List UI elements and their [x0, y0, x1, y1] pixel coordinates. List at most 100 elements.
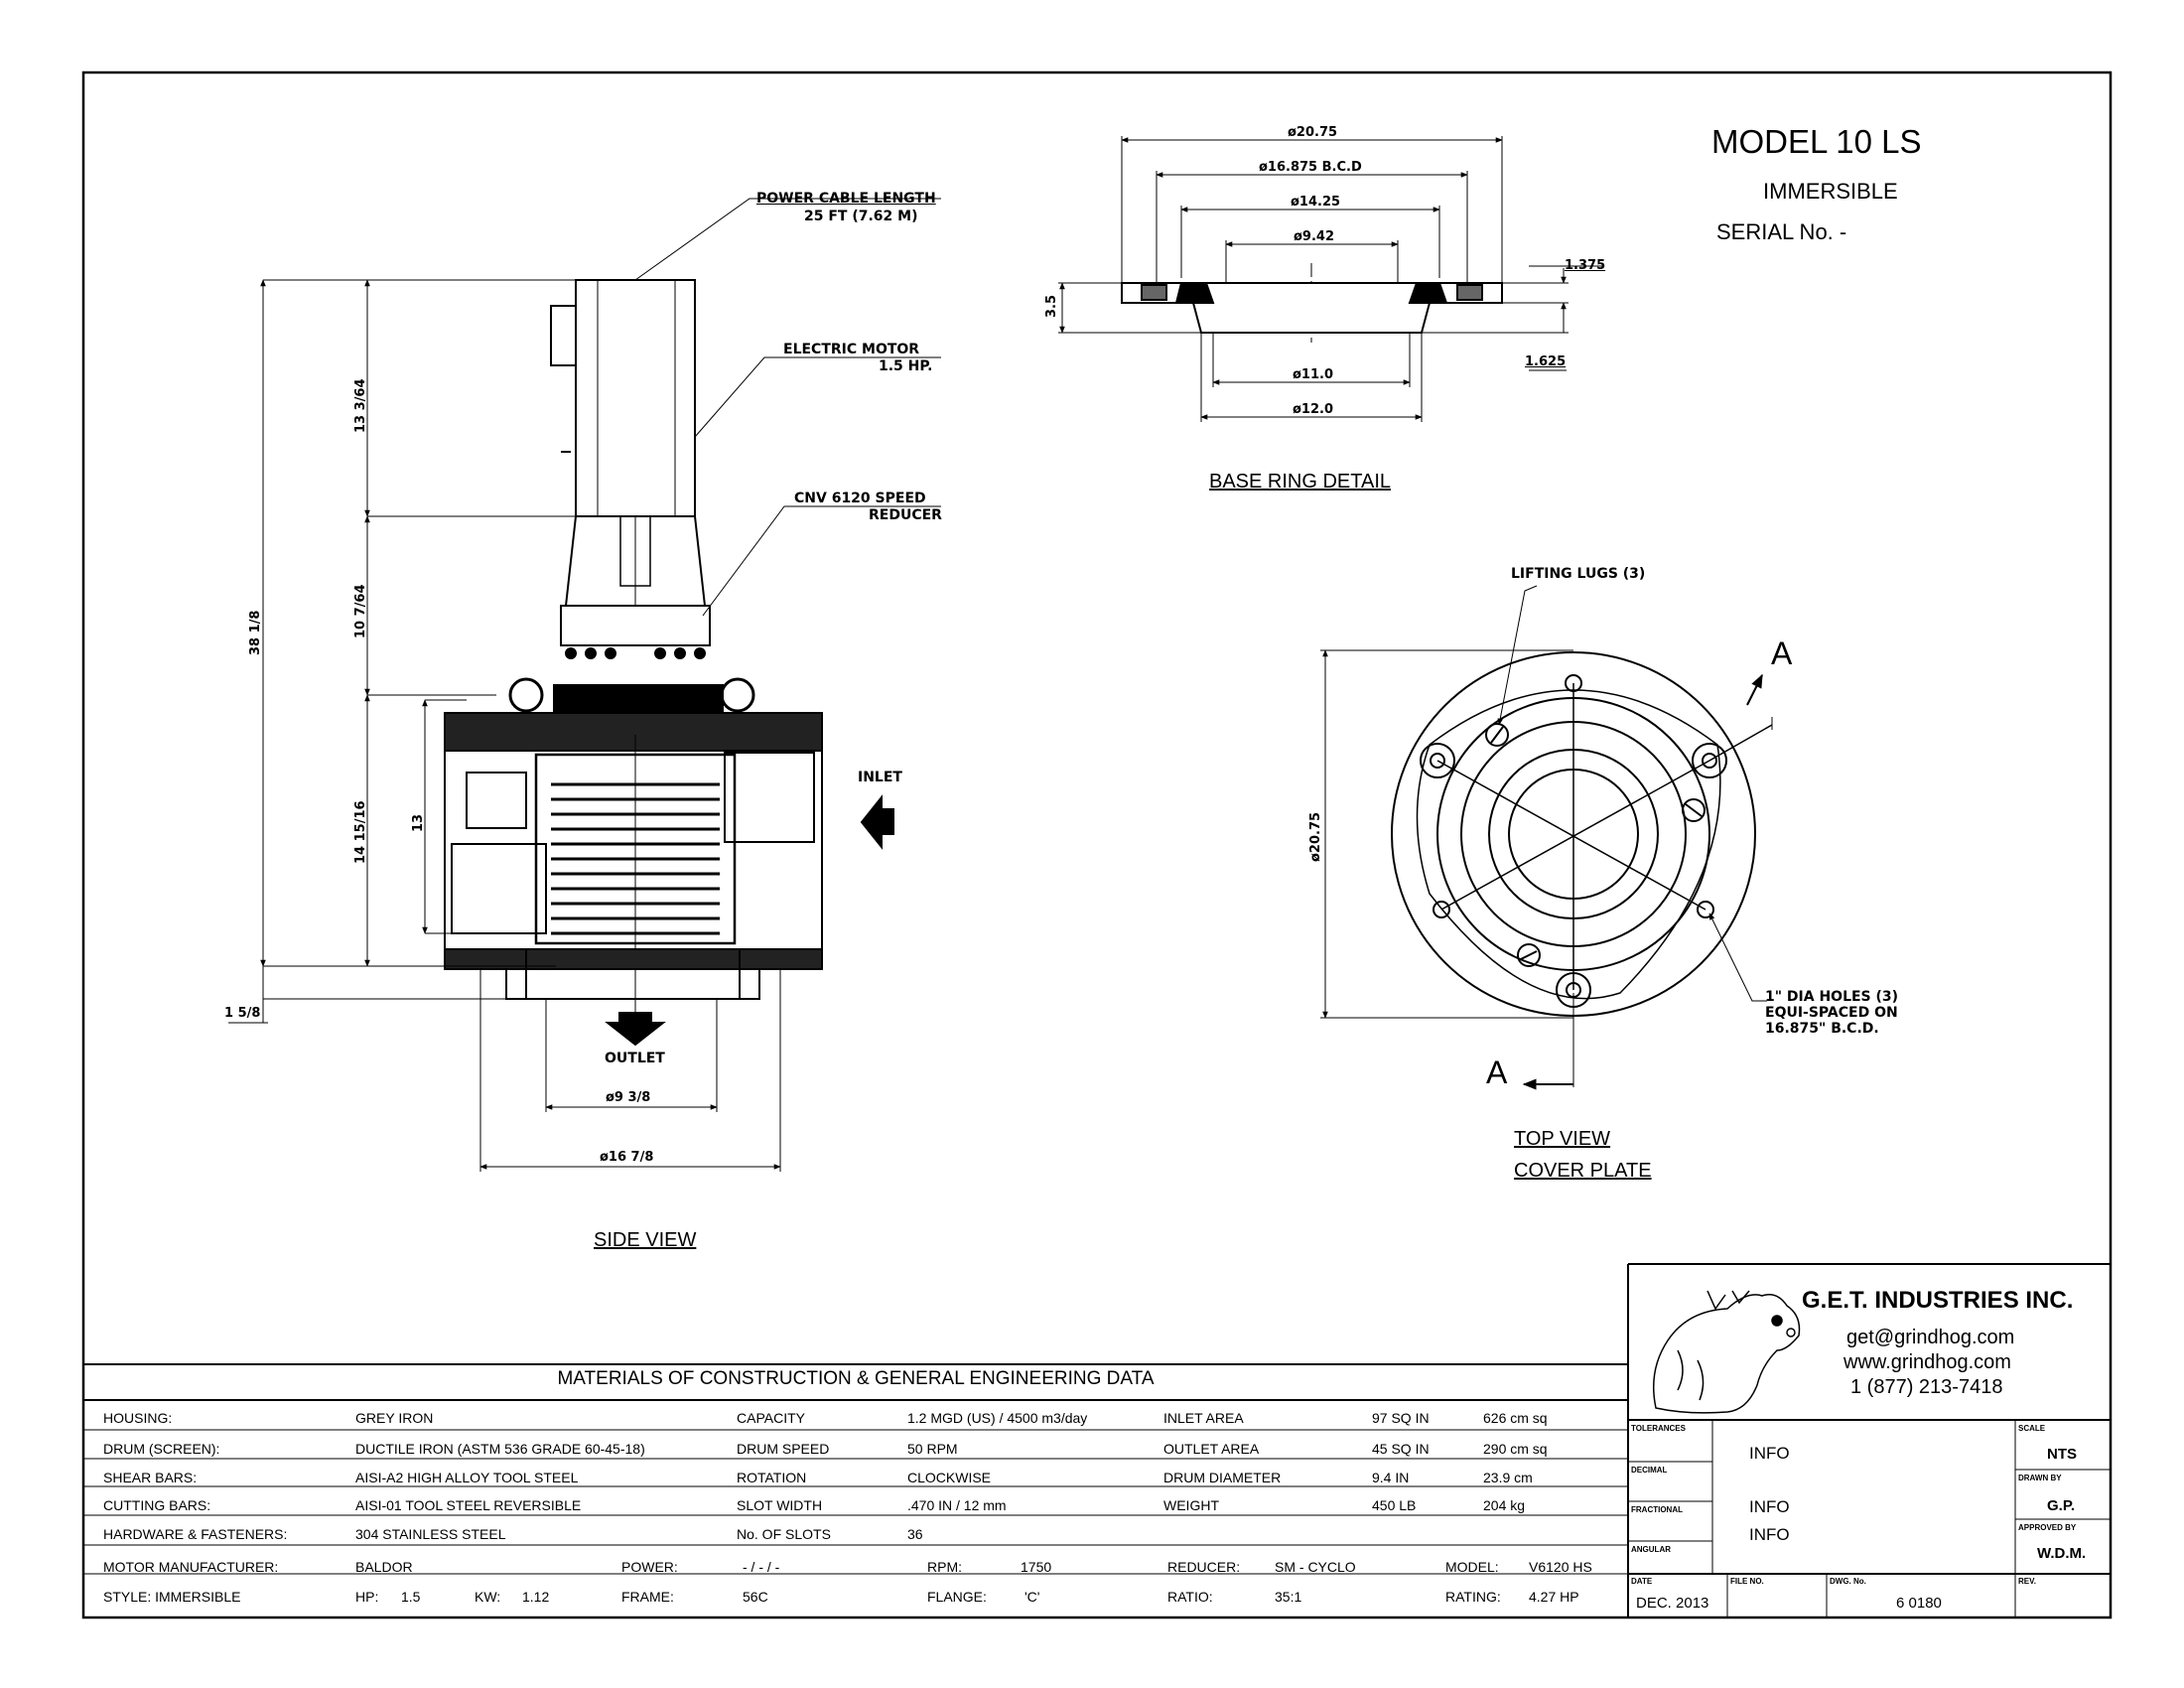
rating-label: RATING: — [1445, 1589, 1501, 1605]
company-web: www.grindhog.com — [1843, 1351, 2011, 1373]
callout-speed-reducer: CNV 6120 SPEED — [794, 491, 926, 506]
motor-manufacturer-label: MOTOR MANUFACTURER: — [103, 1559, 279, 1575]
dim-cover-diameter: ø20.75 — [1308, 811, 1323, 862]
table-cell-col-metric: 290 cm sq — [1483, 1441, 1548, 1457]
table-cell-col-label: HARDWARE & FASTENERS: — [103, 1526, 288, 1542]
side-view-caption: SIDE VIEW — [594, 1229, 697, 1251]
power-label: POWER: — [621, 1559, 678, 1575]
callout-holes-1: 1" DIA HOLES (3) — [1765, 989, 1899, 1005]
section-mark-top: A — [1771, 635, 1793, 671]
table-cell-col-spec: SLOT WIDTH — [737, 1497, 823, 1513]
table-cell-col-data: INLET AREA — [1163, 1410, 1244, 1426]
cover-plate-caption: COVER PLATE — [1514, 1160, 1652, 1182]
tolerance-info-3: INFO — [1749, 1525, 1790, 1544]
dim-ring-120: ø12.0 — [1293, 402, 1334, 417]
dim-ring-bcd: ø16.875 B.C.D — [1259, 160, 1362, 175]
callout-lifting-lugs: LIFTING LUGS (3) — [1511, 566, 1646, 582]
frame-value: 56C — [743, 1589, 768, 1605]
rpm-label: RPM: — [927, 1559, 962, 1575]
serial-number: SERIAL No. - — [1716, 219, 1847, 244]
section-mark-bottom: A — [1486, 1055, 1508, 1090]
table-cell-col-imperial: 450 LB — [1372, 1497, 1417, 1513]
flange-value: 'C' — [1024, 1589, 1040, 1605]
model-label: MODEL: — [1445, 1559, 1499, 1575]
model-subtitle: IMMERSIBLE — [1763, 179, 1898, 204]
table-title: MATERIALS OF CONSTRUCTION & GENERAL ENGI… — [557, 1368, 1155, 1389]
tolerance-info-1: INFO — [1749, 1444, 1790, 1463]
table-cell-col-label: DRUM (SCREEN): — [103, 1441, 220, 1457]
dim-ring-1625: 1.625 — [1525, 354, 1567, 369]
kw-label: KW: — [475, 1589, 501, 1605]
dim-ring-outer: ø20.75 — [1288, 125, 1338, 140]
scale-value: NTS — [2047, 1446, 2077, 1463]
dwg-no-label: DWG. No. — [1830, 1577, 1866, 1586]
callout-motor-hp: 1.5 HP. — [879, 358, 933, 374]
dim-motor-height: 13 3/64 — [353, 378, 368, 433]
callout-power-cable-length: 25 FT (7.62 M) — [804, 209, 918, 224]
table-cell-col-spec: CAPACITY — [737, 1410, 805, 1426]
frame-label: FRAME: — [621, 1589, 674, 1605]
table-cell-col-metric: 626 cm sq — [1483, 1410, 1548, 1426]
ratio-value: 35:1 — [1275, 1589, 1302, 1605]
drawn-by-label: DRAWN BY — [2018, 1474, 2062, 1482]
angular-label: ANGULAR — [1631, 1545, 1671, 1554]
power-value: - / - / - — [743, 1559, 780, 1575]
callout-reducer: REDUCER — [869, 507, 942, 523]
model-value: V6120 HS — [1529, 1559, 1592, 1575]
date-label: DATE — [1631, 1577, 1653, 1586]
reducer-value: SM - CYCLO — [1275, 1559, 1356, 1575]
rev-label: REV. — [2018, 1577, 2036, 1586]
inlet-label: INLET — [858, 770, 902, 785]
table-cell-col-spec: No. OF SLOTS — [737, 1526, 831, 1542]
drawn-by: G.P. — [2047, 1497, 2076, 1514]
table-cell-col-spec-value: 50 RPM — [907, 1441, 958, 1457]
approved-by: W.D.M. — [2037, 1545, 2087, 1562]
dim-ring-942: ø9.42 — [1294, 229, 1335, 244]
dim-overall-height: 38 1/8 — [248, 610, 263, 655]
rating-value: 4.27 HP — [1529, 1589, 1579, 1605]
dwg-no: 6 0180 — [1896, 1595, 1942, 1612]
hp-label: HP: — [355, 1589, 379, 1605]
reducer-label: REDUCER: — [1167, 1559, 1241, 1575]
tolerance-info-2: INFO — [1749, 1497, 1790, 1516]
table-cell-col-data: OUTLET AREA — [1163, 1441, 1260, 1457]
fractional-label: FRACTIONAL — [1631, 1505, 1683, 1514]
table-cell-col-label: SHEAR BARS: — [103, 1470, 198, 1485]
model-title: MODEL 10 LS — [1711, 123, 1922, 160]
approved-by-label: APPROVED BY — [2018, 1523, 2077, 1532]
table-cell-col-material: AISI-01 TOOL STEEL REVERSIBLE — [355, 1497, 582, 1513]
date-value: DEC. 2013 — [1636, 1595, 1709, 1612]
dim-ring-1425: ø14.25 — [1291, 195, 1341, 210]
table-cell-col-spec-value: 36 — [907, 1526, 923, 1542]
motor-manufacturer: BALDOR — [355, 1559, 413, 1575]
table-cell-col-imperial: 45 SQ IN — [1372, 1441, 1430, 1457]
scale-label: SCALE — [2018, 1424, 2046, 1433]
callout-holes-3: 16.875" B.C.D. — [1765, 1021, 1879, 1037]
table-cell-col-spec-value: 1.2 MGD (US) / 4500 m3/day — [907, 1410, 1088, 1426]
base-ring-caption: BASE RING DETAIL — [1209, 471, 1392, 492]
table-cell-col-spec: DRUM SPEED — [737, 1441, 830, 1457]
table-cell-col-label: CUTTING BARS: — [103, 1497, 211, 1513]
table-cell-col-spec-value: .470 IN / 12 mm — [907, 1497, 1007, 1513]
ratio-label: RATIO: — [1167, 1589, 1213, 1605]
table-cell-col-label: HOUSING: — [103, 1410, 173, 1426]
hp-value: 1.5 — [401, 1589, 421, 1605]
tolerances-label: TOLERANCES — [1631, 1424, 1686, 1433]
decimal-label: DECIMAL — [1631, 1466, 1668, 1475]
hog-logo — [1653, 1290, 1801, 1414]
table-cell-col-spec-value: CLOCKWISE — [907, 1470, 992, 1485]
dim-ring-1375: 1.375 — [1565, 258, 1606, 273]
dim-reducer-height: 10 7/64 — [353, 584, 368, 638]
file-no-label: FILE NO. — [1730, 1577, 1764, 1586]
table-cell-col-data: DRUM DIAMETER — [1163, 1470, 1282, 1485]
dim-inner-height: 13 — [411, 813, 426, 832]
style-label: STYLE: IMMERSIBLE — [103, 1589, 241, 1605]
dim-ring-110: ø11.0 — [1293, 367, 1334, 382]
table-cell-col-material: AISI-A2 HIGH ALLOY TOOL STEEL — [355, 1470, 579, 1485]
flange-label: FLANGE: — [927, 1589, 987, 1605]
table-cell-col-spec: ROTATION — [737, 1470, 807, 1485]
company-email: get@grindhog.com — [1846, 1327, 2015, 1348]
table-cell-col-data: WEIGHT — [1163, 1497, 1219, 1513]
